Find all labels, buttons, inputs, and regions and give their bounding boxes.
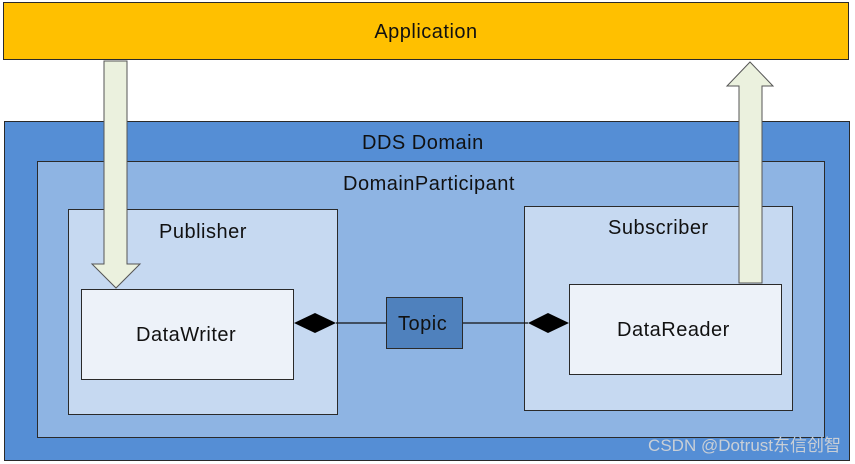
domain-participant-label: DomainParticipant bbox=[343, 173, 515, 195]
watermark-text: CSDN @Dotrust东信创智 bbox=[648, 436, 841, 455]
up-arrow bbox=[725, 61, 775, 284]
application-label: Application bbox=[374, 21, 478, 43]
reader-composition-diamond bbox=[528, 313, 569, 333]
data-reader-box: DataReader bbox=[569, 284, 782, 375]
topic-box: Topic bbox=[386, 297, 463, 349]
down-arrow bbox=[90, 60, 142, 289]
topic-label: Topic bbox=[398, 313, 448, 335]
data-writer-label: DataWriter bbox=[136, 324, 237, 346]
writer-composition-diamond bbox=[294, 313, 336, 333]
data-reader-label: DataReader bbox=[617, 319, 730, 341]
publisher-label: Publisher bbox=[159, 221, 247, 243]
dds-domain-label: DDS Domain bbox=[362, 132, 484, 154]
subscriber-label: Subscriber bbox=[608, 217, 709, 239]
data-writer-box: DataWriter bbox=[81, 289, 294, 380]
application-box: Application bbox=[3, 2, 849, 60]
